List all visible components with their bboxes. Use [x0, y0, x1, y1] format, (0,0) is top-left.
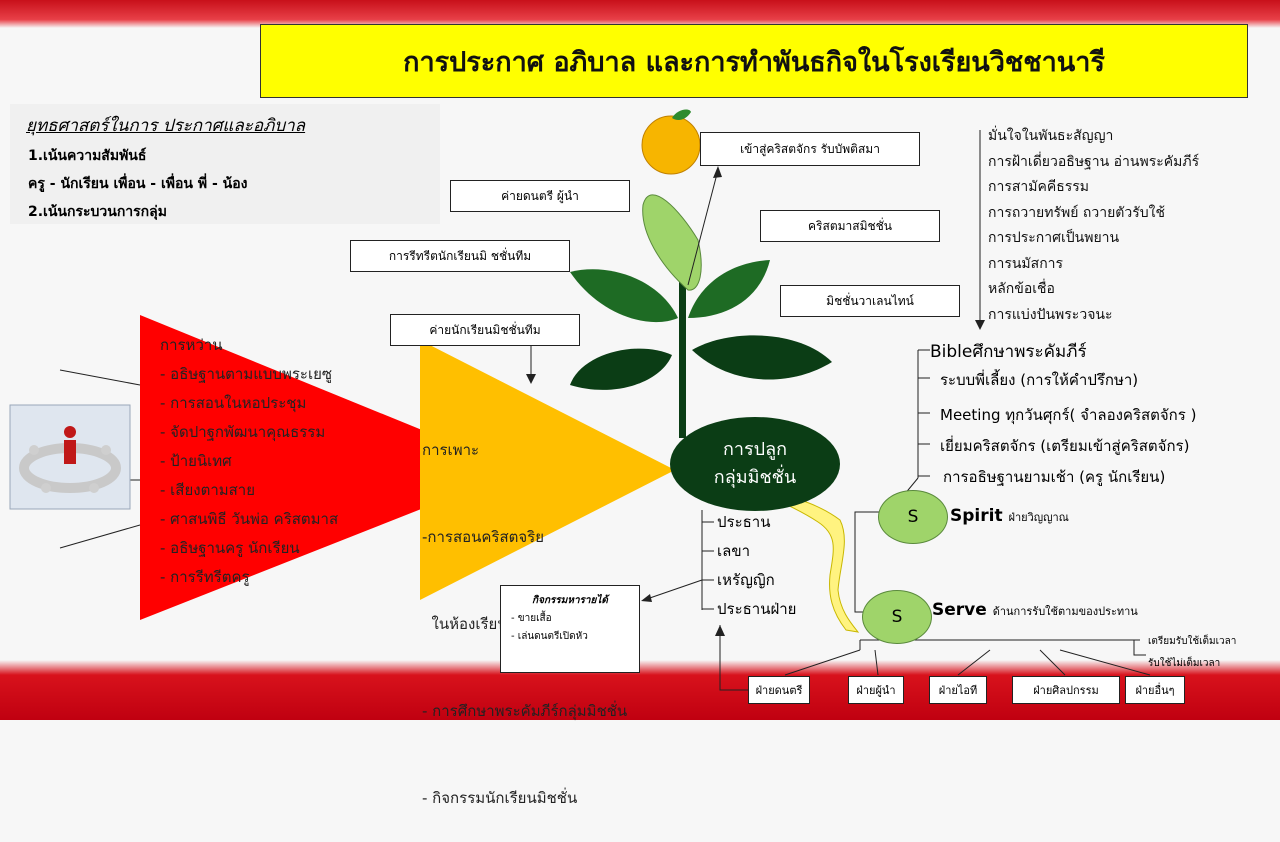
label-valentine: มิชชั่นวาเลนไทน์	[780, 285, 960, 317]
connector-line	[59, 524, 141, 549]
commitment-item: การประกาศเป็นพยาน	[988, 230, 1120, 246]
commitment-item: การแบ่งปันพระวจนะ	[988, 306, 1113, 323]
dept-music: ฝ่ายดนตรี	[748, 676, 810, 704]
page-title: การประกาศ อภิบาล และการทำพันธกิจในโรงเรี…	[260, 24, 1248, 98]
root-shape	[777, 491, 860, 633]
sowing-item: - อธิษฐานครู นักเรียน	[160, 539, 300, 557]
sowing-item: - การสอนในหอประชุม	[160, 394, 307, 412]
people-circle-icon	[9, 404, 131, 510]
activity-item: - ขายเสื้อ	[511, 613, 552, 624]
growing-line-2: กลุ่มมิชชั่น	[713, 467, 797, 488]
serve-desc: ด้านการรับใช้ตามของประทาน	[992, 605, 1138, 618]
plant-stem	[679, 248, 686, 438]
planting-item: - การศึกษาพระคัมภีร์กลุ่มมิชชั่น	[422, 702, 628, 720]
dept-art: ฝ่ายศิลปกรรม	[1012, 676, 1120, 704]
fruit-leaf-icon	[672, 109, 691, 120]
bible-item: เยี่ยมคริสตจักร (เตรียมเข้าสู่คริสตจักร)	[940, 437, 1190, 455]
arrow-head	[713, 166, 722, 178]
label-leader-camp: ค่ายดนตรี ผู้นำ	[450, 180, 630, 212]
activities-heading: กิจกรรมหารายได้	[532, 595, 608, 606]
spirit-desc: ฝ่ายวิญญาณ	[1008, 511, 1069, 524]
sowing-item: - ป้ายนิเทศ	[160, 452, 232, 470]
activity-item: - เล่นดนตรีเปิดหัว	[511, 631, 588, 642]
serve-note: รับใช้ไม่เต็มเวลา	[1148, 658, 1221, 669]
leaf-right-lower	[692, 335, 832, 380]
strategy-item-2: 2.เน้นกระบวนการกลุ่ม	[28, 204, 167, 220]
sowing-heading: การหว่าน	[160, 336, 223, 354]
commitment-item: การฝ้าเดี่ยวอธิษฐาน อ่านพระคัมภีร์	[988, 153, 1200, 170]
serve-title: Serve	[932, 600, 987, 620]
bible-item: Bibleศึกษาพระคัมภีร์	[930, 342, 1087, 362]
spirit-circle: S	[878, 490, 948, 544]
connector-line	[59, 369, 141, 386]
role-item: เหรัญญิก	[717, 571, 775, 589]
label-christmas-mission: คริสตมาสมิชชั่น	[760, 210, 940, 242]
diagram-graphics	[9, 109, 1151, 691]
strategy-box: ยุทธศาสตร์ในการ ประกาศและอภิบาล 1.เน้นคว…	[10, 104, 440, 224]
strategy-item-1-detail: ครู - นักเรียน เพื่อน - เพื่อน พี่ - น้อ…	[28, 176, 248, 192]
spirit-title: Spirit	[950, 506, 1003, 526]
activities-box: กิจกรรมหารายได้ - ขายเสื้อ - เล่นดนตรีเป…	[500, 585, 640, 673]
planting-triangle	[420, 340, 675, 600]
serve-note: เตรียมรับใช้เต็มเวลา	[1148, 636, 1237, 647]
label-baptism: เข้าสู่คริสตจักร รับบัพติสมา	[700, 132, 920, 166]
leaf-light	[642, 194, 702, 291]
sowing-list: การหว่าน - อธิษฐานตามแบบพระเยซู - การสอน…	[160, 331, 338, 592]
planting-heading: การเพาะ	[422, 441, 480, 459]
planting-item: - กิจกรรมนักเรียนมิชชั่น	[422, 789, 578, 807]
spirit-label: Spirit ฝ่ายวิญญาณ	[950, 506, 1069, 526]
arrow-head	[526, 374, 536, 384]
role-item: ประธานฝ่าย	[717, 600, 797, 618]
bible-item: ระบบพี่เลี้ยง (การให้คำปรึกษา)	[940, 371, 1139, 389]
leaf-left-lower	[570, 348, 672, 390]
dept-it: ฝ่ายไอที	[929, 676, 987, 704]
planting-item: ในห้องเรียน	[422, 615, 508, 633]
commitment-item: มั่นใจในพันธะสัญญา	[988, 128, 1114, 144]
label-student-camp: ค่ายนักเรียนมิชชั่นทีม	[390, 314, 580, 346]
commitment-item: การถวายทรัพย์ ถวายตัวรับใช้	[988, 204, 1165, 221]
label-retreat: การรีทรีตนักเรียนมิ ชชั่นทีม	[350, 240, 570, 272]
role-item: ประธาน	[717, 513, 771, 531]
sowing-item: - การรีทรีตครู	[160, 568, 250, 586]
sowing-item: - เสียงตามสาย	[160, 481, 255, 499]
sowing-item: - อธิษฐานตามแบบพระเยซู	[160, 365, 333, 383]
sowing-triangle	[140, 315, 520, 620]
dept-leader: ฝ่ายผู้นำ	[848, 676, 904, 704]
strategy-heading: ยุทธศาสตร์ในการ ประกาศและอภิบาล	[26, 116, 306, 136]
serve-label: Serve ด้านการรับใช้ตามของประทาน	[932, 600, 1138, 620]
top-red-band	[0, 0, 1280, 28]
fruit-icon	[641, 115, 701, 175]
commitment-list: มั่นใจในพันธะสัญญา การฝ้าเดี่ยวอธิษฐาน อ…	[988, 124, 1199, 328]
growing-line-1: การปลูก	[722, 439, 788, 460]
role-item: เลขา	[717, 542, 750, 560]
commitment-item: การสามัคคีธรรม	[988, 179, 1090, 195]
leaf-right-upper	[688, 260, 770, 318]
dept-other: ฝ่ายอื่นๆ	[1125, 676, 1185, 704]
sowing-item: - จัดปาฐกพัฒนาคุณธรรม	[160, 423, 326, 441]
bible-item: การอธิษฐานยามเช้า (ครู นักเรียน)	[943, 468, 1166, 486]
roles-list: ประธาน เลขา เหรัญญิก ประธานฝ่าย	[717, 508, 796, 624]
commitment-item: การนมัสการ	[988, 255, 1064, 272]
growing-oval: การปลูก กลุ่มมิชชั่น	[670, 417, 840, 511]
planting-item: -การสอนคริสตจริย	[422, 528, 545, 546]
bible-item: Meeting ทุกวันศุกร์( จำลองคริสตจักร )	[940, 406, 1197, 424]
leaf-left-upper	[570, 269, 678, 323]
strategy-item-1: 1.เน้นความสัมพันธ์	[28, 148, 147, 164]
commitment-item: หลักข้อเชื่อ	[988, 281, 1055, 297]
serve-circle: S	[862, 590, 932, 644]
sowing-item: - ศาสนพิธี วันพ่อ คริสตมาส	[160, 510, 339, 528]
